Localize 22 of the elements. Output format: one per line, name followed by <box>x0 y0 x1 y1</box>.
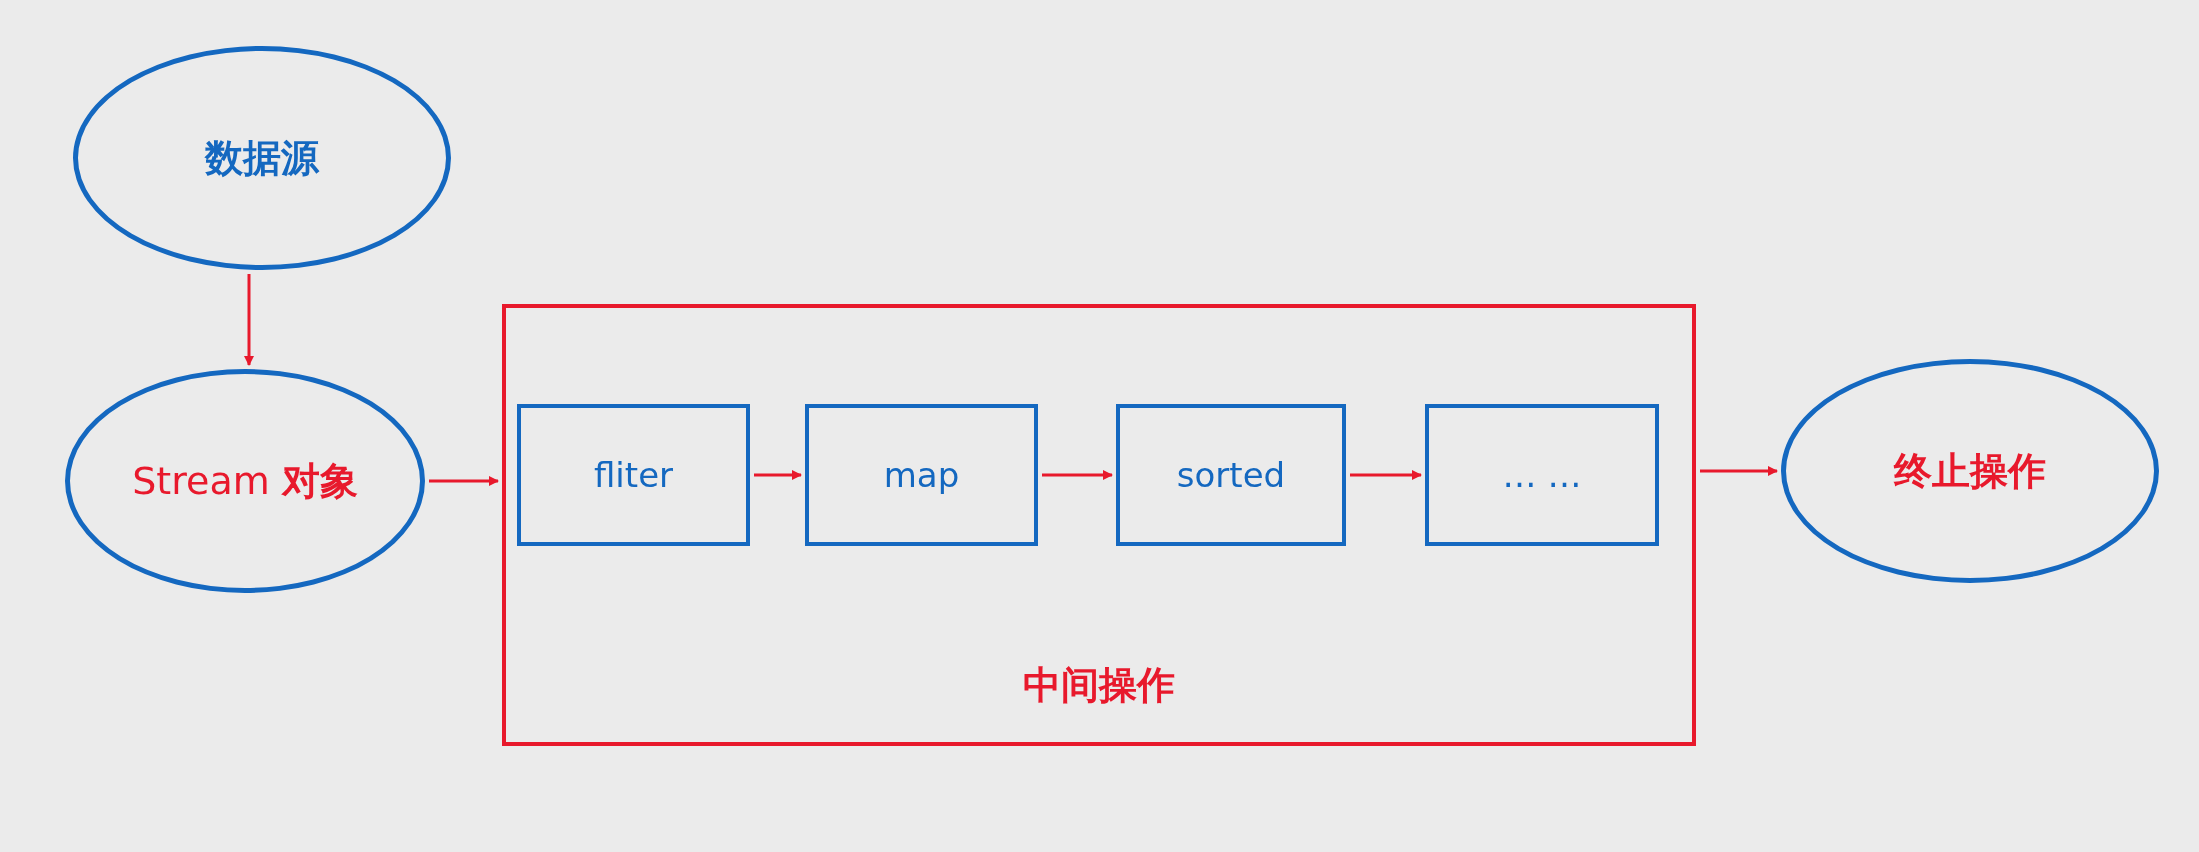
operation-box <box>517 404 750 546</box>
arrow <box>429 476 499 486</box>
group-heading: 中间操作 <box>1022 662 1176 709</box>
operation-box <box>1116 404 1346 546</box>
terminal-ellipse <box>1781 359 2159 583</box>
operation-label: map <box>883 455 960 495</box>
ellipse-label: 数据源 <box>205 134 319 182</box>
arrow <box>1042 470 1113 480</box>
operation-box <box>1425 404 1659 546</box>
arrow <box>244 274 254 366</box>
arrow <box>754 470 802 480</box>
operation-label: sorted <box>1176 455 1286 495</box>
ellipse-label: 终止操作 <box>1894 447 2046 495</box>
operation-label: … … <box>1502 455 1582 495</box>
source-ellipse <box>73 46 451 270</box>
arrow <box>1700 466 1778 476</box>
arrow <box>1350 470 1422 480</box>
intermediate-frame <box>502 304 1696 746</box>
operation-box <box>805 404 1038 546</box>
stream-ellipse <box>65 369 425 593</box>
ellipse-label: Stream 对象 <box>132 457 358 505</box>
operation-label: fliter <box>593 455 674 495</box>
